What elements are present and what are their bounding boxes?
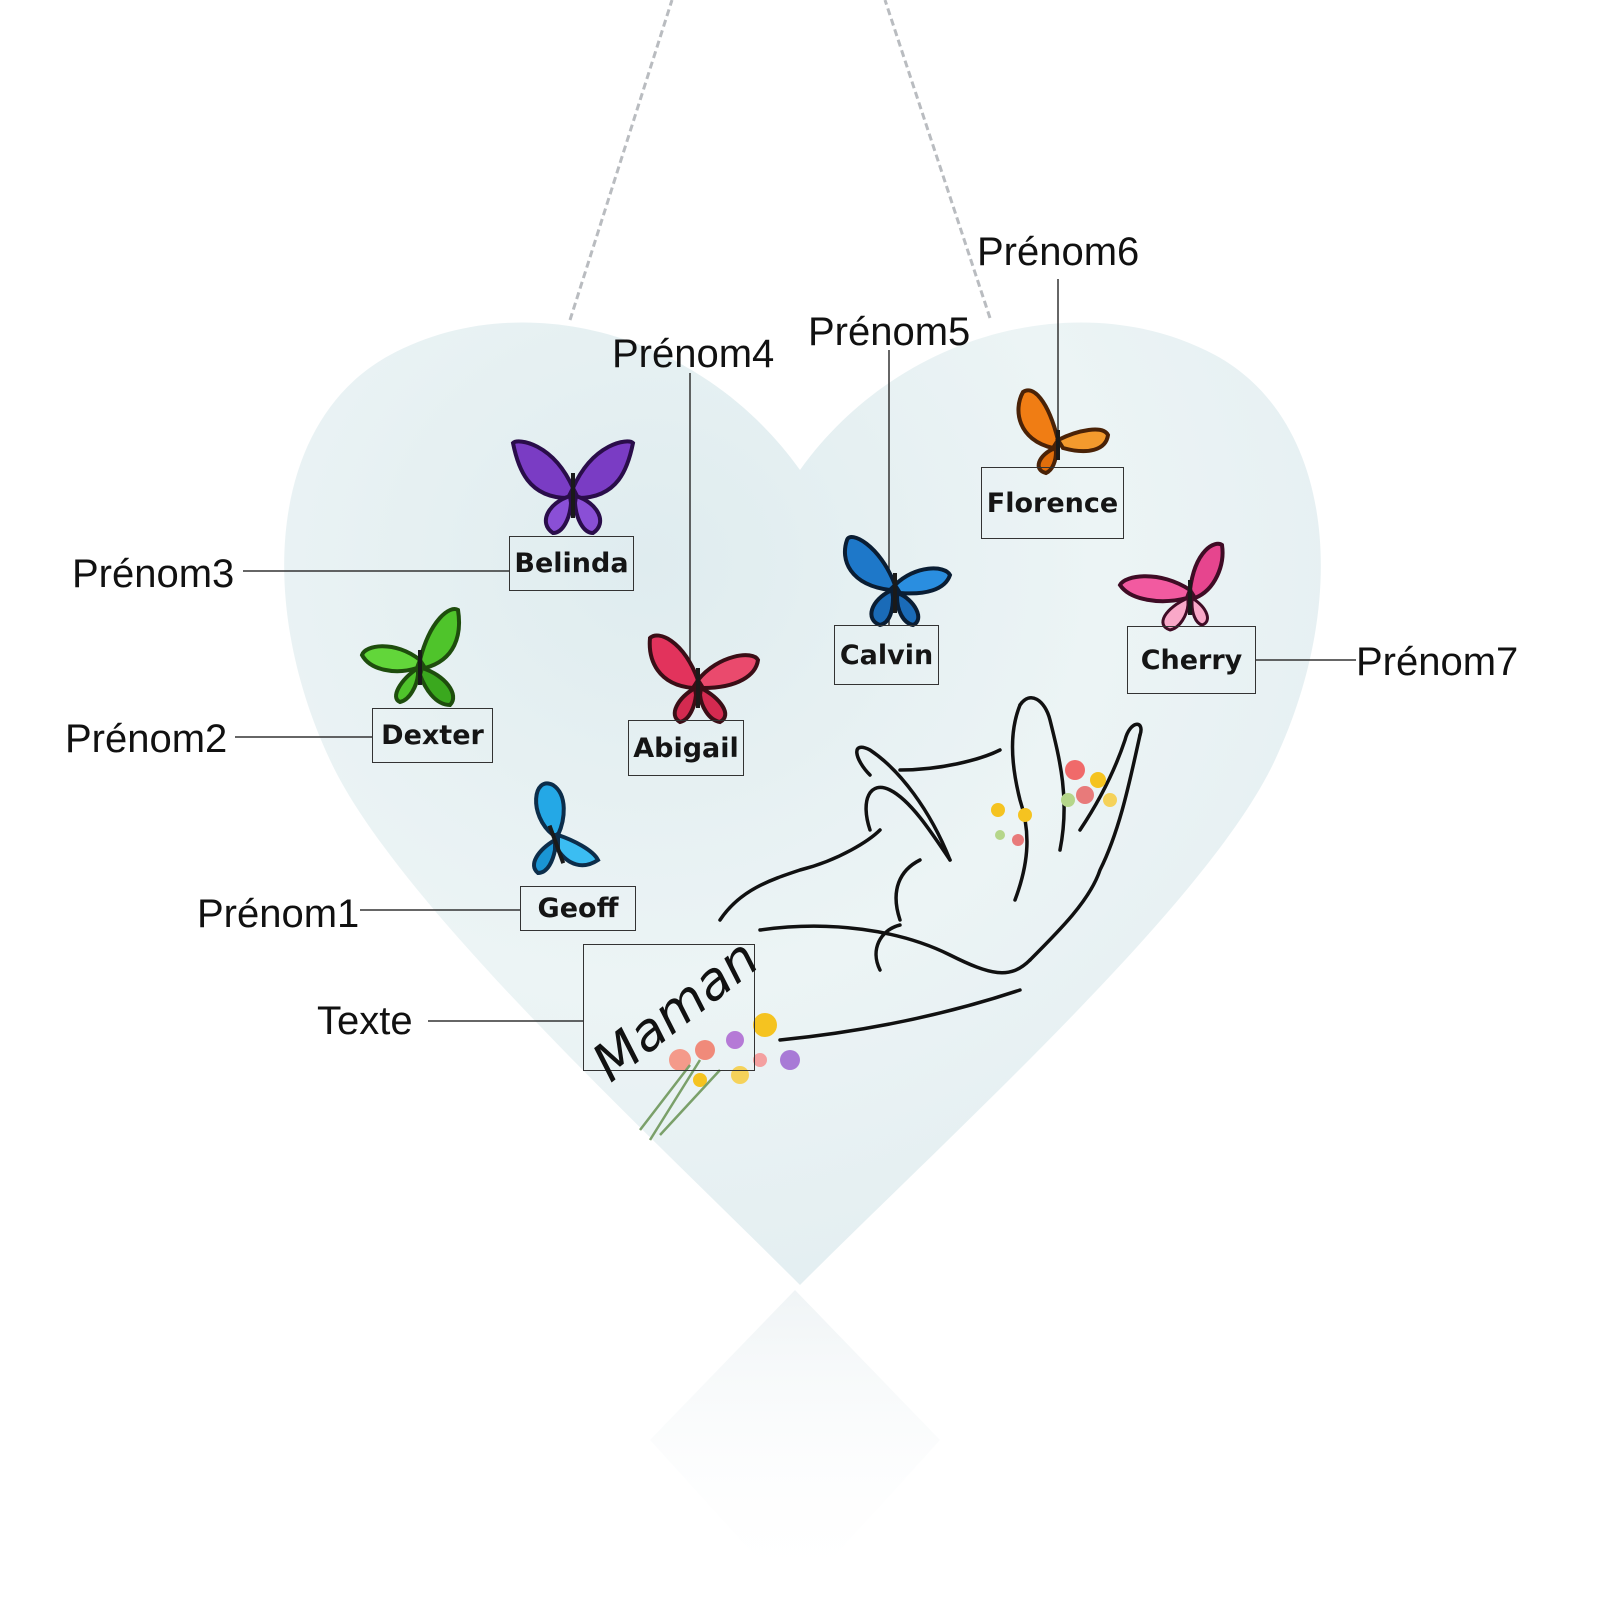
name-box-6[interactable]: Florence: [981, 467, 1124, 539]
hand-line-art: [718, 696, 1143, 1042]
heart-plaque: [284, 322, 1321, 1285]
butterfly-red-icon: [647, 633, 761, 725]
butterfly-light-blue-icon: [532, 781, 601, 876]
placeholder-label-5: Prénom5: [808, 310, 971, 354]
placeholder-label-6: Prénom6: [977, 230, 1140, 274]
name-box-3[interactable]: Belinda: [509, 536, 634, 591]
placeholder-label-text: Texte: [317, 999, 413, 1043]
butterfly-pink-icon: [1117, 541, 1225, 632]
placeholder-label-1: Prénom1: [197, 892, 360, 936]
flower-cluster-palm-icon: [991, 803, 1032, 846]
callout-lines: [235, 279, 1356, 1022]
butterfly-green-icon: [359, 607, 461, 708]
hanging-chain: [568, 0, 992, 321]
butterfly-orange-icon: [1016, 388, 1111, 476]
placeholder-label-2: Prénom2: [65, 717, 228, 761]
placeholder-label-4: Prénom4: [612, 332, 775, 376]
placeholder-label-3: Prénom3: [72, 552, 235, 596]
name-box-1[interactable]: Geoff: [520, 886, 636, 931]
placeholder-label-7: Prénom7: [1356, 640, 1519, 684]
name-box-4[interactable]: Abigail: [628, 720, 744, 776]
butterfly-morpho-blue-icon: [842, 535, 953, 628]
message-box[interactable]: [583, 944, 755, 1071]
flower-cluster-thumb-icon: [1061, 760, 1117, 807]
name-box-5[interactable]: Calvin: [834, 625, 939, 685]
name-box-7[interactable]: Cherry: [1127, 626, 1256, 694]
heart-reflection: [650, 1290, 940, 1600]
name-box-2[interactable]: Dexter: [372, 708, 493, 763]
butterfly-purple-icon: [510, 439, 636, 536]
